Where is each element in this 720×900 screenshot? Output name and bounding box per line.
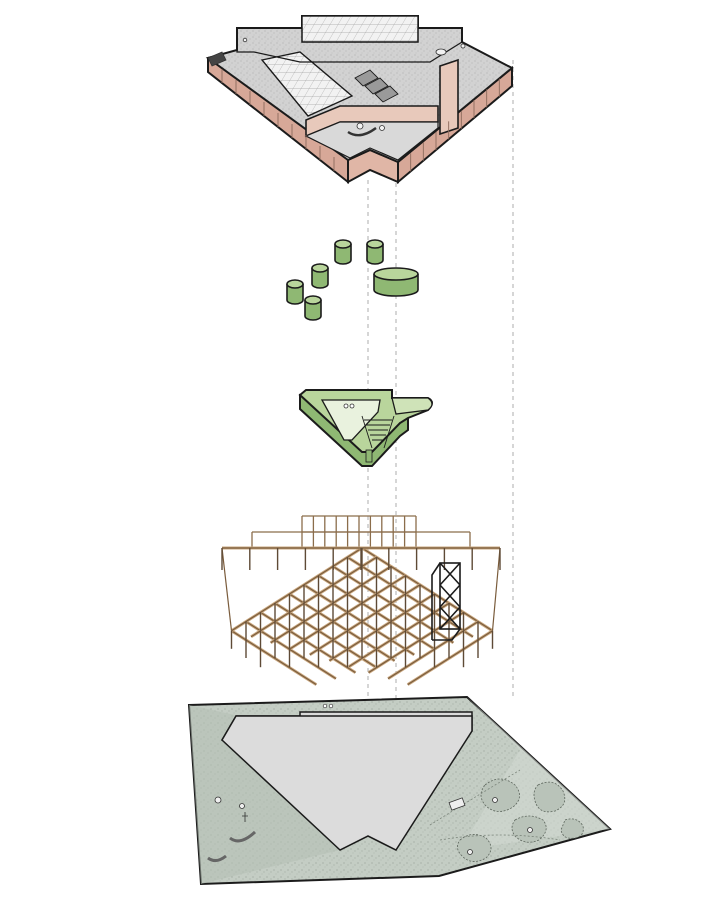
planting-patches [457, 778, 584, 862]
roof-and-terraces-layer [205, 15, 514, 185]
frame-beam [309, 584, 421, 656]
light-well-side [366, 244, 384, 265]
site-ground-shade [189, 705, 340, 884]
roof-hatch [207, 51, 227, 67]
bracing-tower [431, 562, 461, 641]
core-stair [361, 415, 395, 449]
frame-beam [329, 593, 435, 662]
planting-patch [457, 834, 492, 862]
light-well [373, 267, 419, 297]
light-well [286, 279, 304, 305]
frame-beam [303, 584, 415, 656]
light-well-side [304, 300, 322, 321]
building-footprint-plaza [221, 715, 473, 851]
light-well-top [304, 295, 322, 305]
lawn-furniture [207, 796, 533, 863]
landscape-path [429, 769, 561, 841]
roof-table [356, 122, 364, 130]
light-well-top [334, 239, 352, 249]
light-well [304, 295, 322, 321]
table [214, 796, 222, 804]
core-and-stair-layer [298, 389, 433, 467]
frame-beam [407, 630, 493, 686]
frame-beam [361, 547, 493, 632]
frame-beam [231, 630, 317, 686]
roof-vent [460, 43, 466, 49]
core-door [365, 449, 373, 463]
figure [242, 812, 248, 822]
site-bench [448, 797, 466, 811]
roof-curved-bench [347, 127, 377, 137]
light-well-top [311, 263, 329, 273]
roof-vent [242, 37, 248, 43]
site-landscape-layer [187, 695, 613, 886]
light-well [366, 239, 384, 265]
curved-seat [207, 854, 227, 863]
roof-table [379, 125, 385, 131]
frame-edge-beam [491, 547, 501, 631]
frame-beam [270, 565, 392, 644]
site-marker [322, 703, 328, 709]
light-well-side [311, 268, 329, 289]
core-fixture [343, 403, 349, 409]
frame-beam [274, 602, 376, 668]
timber-frame-layer [221, 515, 501, 686]
curved-seat [229, 830, 257, 843]
roof-courtyard-floor [304, 121, 439, 161]
table [239, 803, 245, 809]
frame-columns [221, 548, 501, 668]
core-balcony [391, 397, 433, 415]
planting-patch [480, 778, 520, 812]
table [492, 797, 498, 803]
roof-upper-block [236, 27, 463, 63]
light-well-top [286, 279, 304, 289]
bracing-tower-side [431, 562, 461, 641]
core-fixture [349, 403, 355, 409]
frame-beam [231, 547, 363, 632]
planting-patch [560, 818, 584, 839]
light-wells-layer [286, 239, 419, 321]
light-well-top [366, 239, 384, 249]
frame-beam [347, 556, 474, 638]
table [467, 849, 473, 855]
light-well-top [373, 267, 419, 281]
roof-glazed-clerestory [301, 15, 419, 43]
light-well [311, 263, 329, 289]
bracing-tower-outline [439, 562, 461, 630]
roof-tower-pier [439, 58, 459, 136]
light-well [334, 239, 352, 265]
bracing-tower-cross [439, 562, 461, 630]
frame-beam [250, 556, 377, 638]
frame-edge-beam [221, 547, 233, 631]
roof-wall-ribs [221, 69, 500, 172]
table [527, 827, 533, 833]
roof-steps [354, 69, 399, 103]
roof-furniture [207, 37, 466, 137]
roof-skylight [260, 51, 354, 117]
roof-planter [435, 48, 447, 56]
frame-tower-grid [251, 515, 471, 548]
planting-patch [533, 781, 566, 813]
frame-beam [368, 611, 464, 674]
light-well-side [286, 284, 304, 305]
site-marker [328, 703, 334, 709]
frame-beam [289, 575, 406, 650]
light-well-side [334, 244, 352, 265]
